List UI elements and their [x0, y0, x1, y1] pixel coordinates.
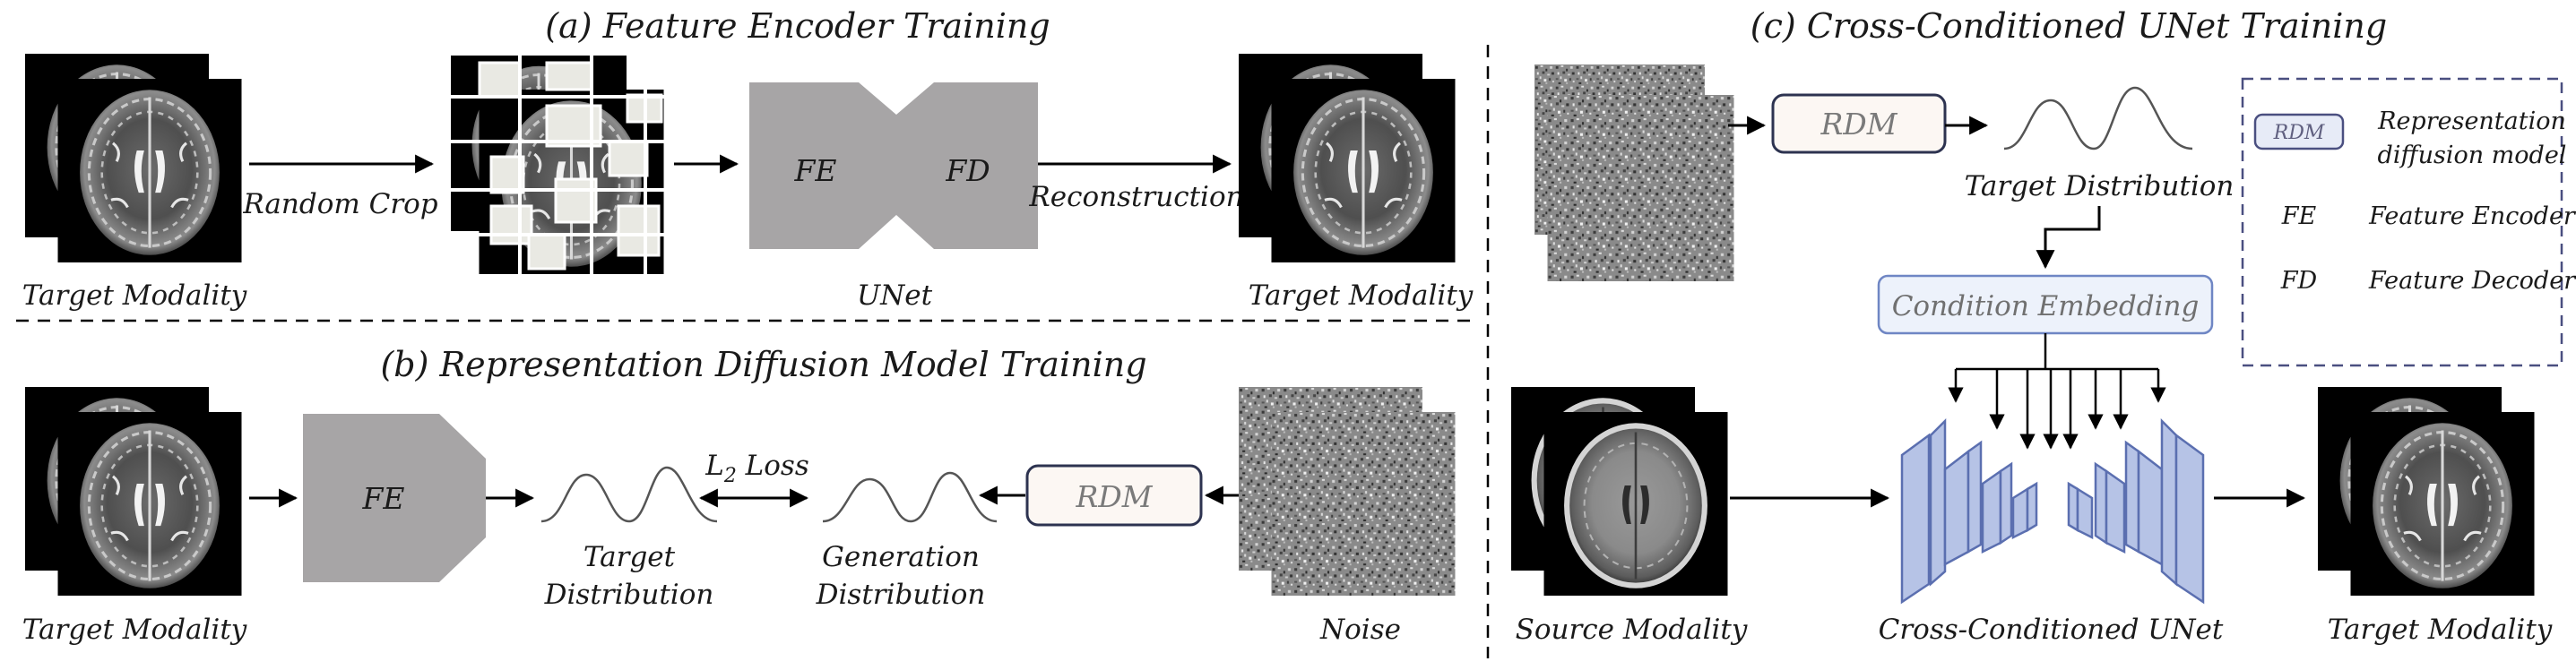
panel-b-noise-label: Noise [1319, 614, 1401, 646]
random-crop-label: Random Crop [242, 188, 437, 220]
panel-c-output-label: Target Modality [2328, 614, 2553, 646]
panel-a-output-stack [1239, 54, 1457, 262]
legend: RDM Representation diffusion model FE Fe… [2241, 77, 2576, 367]
target-dist-label-c: Target Distribution [1965, 170, 2235, 202]
panel-c: (c) Cross-Conditioned UNet Training RDM … [1511, 6, 2576, 646]
unet-block [749, 82, 1038, 249]
l2-loss-label: L2 Loss [705, 450, 809, 487]
panel-c-output-stack [2318, 387, 2537, 596]
legend-rdm-desc-1: Representation [2377, 107, 2566, 135]
panel-a-input-stack [25, 54, 244, 262]
rdm-box-b [1025, 464, 1203, 527]
target-dist-line1: Target [583, 541, 676, 573]
generation-distribution-curve [822, 471, 998, 523]
target-dist-line2: Distribution [544, 579, 714, 611]
panel-c-noise-stack [1534, 64, 1734, 281]
target-distribution-curve [540, 466, 718, 523]
panel-c-title: (c) Cross-Conditioned UNet Training [1750, 6, 2387, 46]
fe-block [303, 414, 486, 582]
target-distribution-curve-c [2003, 86, 2193, 150]
cross-unet-label: Cross-Conditioned UNet [1879, 614, 2224, 646]
gen-dist-line1: Generation [822, 541, 980, 573]
arrow-dist-to-embedding [2036, 206, 2101, 270]
unet-fd-label: FD [945, 153, 990, 188]
panel-b-noise-stack [1239, 387, 1456, 596]
gen-dist-line2: Distribution [816, 579, 986, 611]
panel-a: (a) Feature Encoder Training Target Moda… [22, 6, 1474, 312]
condition-embedding-label: Condition Embedding [1892, 290, 2200, 322]
legend-fe-key: FE [2281, 202, 2317, 230]
legend-fd-key: FD [2280, 267, 2318, 295]
panel-b-title: (b) Representation Diffusion Model Train… [380, 345, 1146, 384]
random-crop-image [448, 54, 681, 278]
panel-a-title: (a) Feature Encoder Training [545, 6, 1050, 46]
legend-frame [2241, 77, 2563, 367]
panel-b-input-stack [25, 387, 244, 596]
reconstruction-label: Reconstruction [1028, 181, 1243, 213]
unet-label: UNet [857, 279, 933, 312]
legend-fe-desc: Feature Encoder [2368, 202, 2576, 230]
legend-rdm-key: RDM [2273, 122, 2325, 144]
panel-a-output-label: Target Modality [1249, 279, 1474, 312]
source-modality-label: Source Modality [1516, 614, 1748, 646]
legend-rdm-swatch [2253, 113, 2345, 150]
legend-rdm-desc-2: diffusion model [2378, 142, 2567, 169]
rdm-box-c [1771, 93, 1947, 154]
rdm-box-b-label: RDM [1075, 479, 1153, 514]
source-modality-stack [1511, 387, 1729, 596]
fe-block-label: FE [362, 481, 405, 516]
panel-b-input-label: Target Modality [22, 614, 247, 646]
panel-b: (b) Representation Diffusion Model Train… [22, 345, 1456, 646]
panel-a-input-label: Target Modality [22, 279, 247, 312]
unet-fe-label: FE [794, 153, 837, 188]
condition-injection-arrows [1948, 333, 2166, 450]
legend-fd-desc: Feature Decoder [2368, 267, 2576, 295]
cross-conditioned-unet [1900, 417, 2205, 605]
rdm-box-c-label: RDM [1820, 107, 1897, 142]
